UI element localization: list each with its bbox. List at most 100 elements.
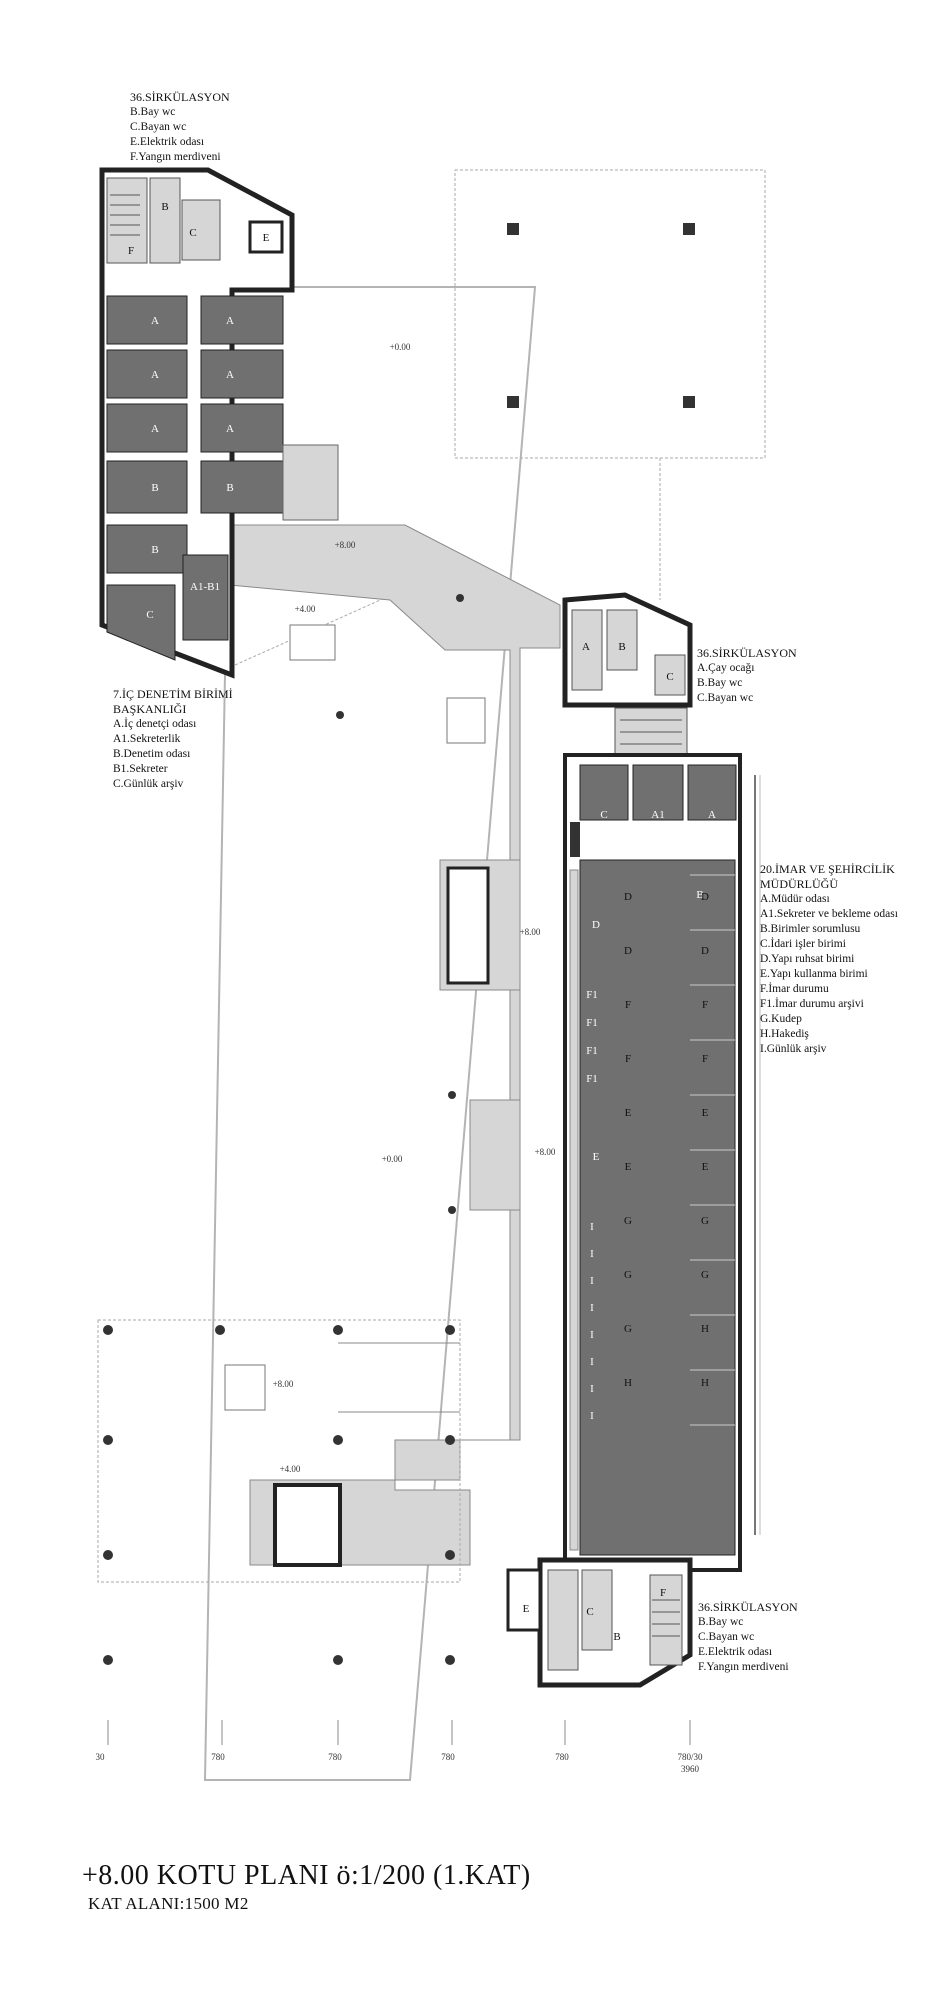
legend-item: A1.Sekreter ve bekleme odası (760, 908, 898, 920)
bottom-core (506, 1557, 693, 1688)
room-label: C (600, 809, 607, 821)
legend-title: 7.İÇ DENETİM BİRİMİ (113, 687, 233, 701)
legend-item: E.Yapı kullanma birimi (760, 968, 868, 980)
room-label: E (702, 1161, 709, 1173)
legend-title: 20.İMAR VE ŞEHİRCİLİK (760, 862, 895, 876)
legend-title: 36.SİRKÜLASYON (697, 646, 797, 660)
legend-item: A.İç denetçi odası (113, 718, 197, 730)
room-label: B (226, 482, 233, 494)
legend-imar: 20.İMAR VE ŞEHİRCİLİK MÜDÜRLÜĞÜ A.Müdür … (760, 862, 898, 1057)
room-label: F1 (586, 1017, 598, 1029)
dimension-label: 780 (211, 1752, 225, 1762)
legend-item: C.Günlük arşiv (113, 778, 184, 790)
legend-item: F.İmar durumu (760, 983, 829, 995)
legend-title: MÜDÜRLÜĞÜ (760, 877, 838, 891)
void-box-2 (446, 697, 486, 744)
level-marker: +4.00 (280, 1464, 301, 1474)
room-label: H (701, 1377, 709, 1389)
room-label: A1-B1 (190, 581, 220, 593)
room-label: A1 (651, 809, 664, 821)
room-label: B (613, 1631, 620, 1643)
room-label: H (624, 1377, 632, 1389)
room-label: B (696, 889, 703, 901)
room-label: A (151, 423, 159, 435)
level-marker: +8.00 (273, 1379, 294, 1389)
dimension-label: 780 (555, 1752, 569, 1762)
room-label: F (625, 999, 631, 1011)
room-label: C (146, 609, 153, 621)
room-label: I (590, 1383, 594, 1395)
room-label: B (618, 641, 625, 653)
room-label: G (624, 1215, 632, 1227)
legend-item: H.Hakediş (760, 1028, 809, 1040)
room-label: G (624, 1269, 632, 1281)
legend-ic-denetim: 7.İÇ DENETİM BİRİMİ BAŞKANLIĞI A.İç dene… (113, 687, 233, 792)
room-label: B (151, 544, 158, 556)
room-label: A (708, 809, 716, 821)
room-label: G (624, 1323, 632, 1335)
room-label: I (590, 1329, 594, 1341)
room-label: E (263, 232, 270, 244)
room-label: F1 (586, 989, 598, 1001)
room-label: H (701, 1323, 709, 1335)
canopy-frame-top (454, 169, 766, 459)
room-label: F (702, 999, 708, 1011)
room-label: F (660, 1587, 666, 1599)
canopy-columns-top (507, 223, 695, 408)
level-marker: +0.00 (382, 1154, 403, 1164)
top-block (99, 167, 295, 679)
room-label: C (666, 671, 673, 683)
dimension-label: 30 (96, 1752, 106, 1762)
room-label: E (523, 1603, 530, 1615)
level-labels: +0.00+8.00+4.00+8.00+8.00+0.00+8.00+4.00 (273, 342, 556, 1474)
legend-item: G.Kudep (760, 1013, 802, 1025)
room-label: D (701, 945, 709, 957)
dimension-label: 780 (441, 1752, 455, 1762)
room-label: E (702, 1107, 709, 1119)
legend-item: B.Bay wc (130, 106, 176, 118)
room-label: A (226, 315, 234, 327)
room-label: C (586, 1606, 593, 1618)
room-label: A (151, 315, 159, 327)
legend-circulation-bottom: 36.SİRKÜLASYON B.Bay wc C.Bayan wc E.Ele… (698, 1600, 798, 1675)
level-marker: +4.00 (295, 604, 316, 614)
level-marker: +8.00 (520, 927, 541, 937)
legend-item: D.Yapı ruhsat birimi (760, 953, 855, 965)
legend-item: F1.İmar durumu arşivi (760, 998, 864, 1010)
legend-title: 36.SİRKÜLASYON (130, 90, 230, 104)
room-label: E (593, 1151, 600, 1163)
room-label: F (128, 245, 134, 257)
atrium-outline (203, 286, 537, 1781)
room-label: F1 (586, 1073, 598, 1085)
level-marker: +0.00 (390, 342, 411, 352)
mid-core (562, 592, 693, 759)
legend-item: A1.Sekreterlik (113, 733, 181, 745)
legend-circulation-top: 36.SİRKÜLASYON B.Bay wc C.Bayan wc E.Ele… (130, 90, 230, 165)
room-label: I (590, 1248, 594, 1260)
legend-item: B1.Sekreter (113, 763, 168, 775)
legend-item: C.Bayan wc (698, 1631, 755, 1643)
plan-area: KAT ALANI:1500 M2 (88, 1894, 249, 1913)
room-label: A (226, 423, 234, 435)
room-label: B (151, 482, 158, 494)
plan-title: +8.00 KOTU PLANI ö:1/200 (1.KAT) (82, 1860, 531, 1891)
room-label: I (590, 1302, 594, 1314)
room-label: D (624, 891, 632, 903)
room-label: I (590, 1356, 594, 1368)
legend-item: B.Bay wc (697, 677, 743, 689)
room-label: A (226, 369, 234, 381)
legend-title: 36.SİRKÜLASYON (698, 1600, 798, 1614)
level-marker: +8.00 (535, 1147, 556, 1157)
legend-item: B.Denetim odası (113, 748, 191, 760)
room-label: G (701, 1269, 709, 1281)
legend-item: C.İdari işler birimi (760, 938, 846, 950)
room-label: I (590, 1221, 594, 1233)
room-label: D (592, 919, 600, 931)
legend-item: F.Yangın merdiveni (698, 1661, 789, 1673)
canopy-bottom (97, 594, 464, 1665)
dimension-total: 3960 (681, 1764, 700, 1774)
dimension-label: 780/30 (677, 1752, 703, 1762)
